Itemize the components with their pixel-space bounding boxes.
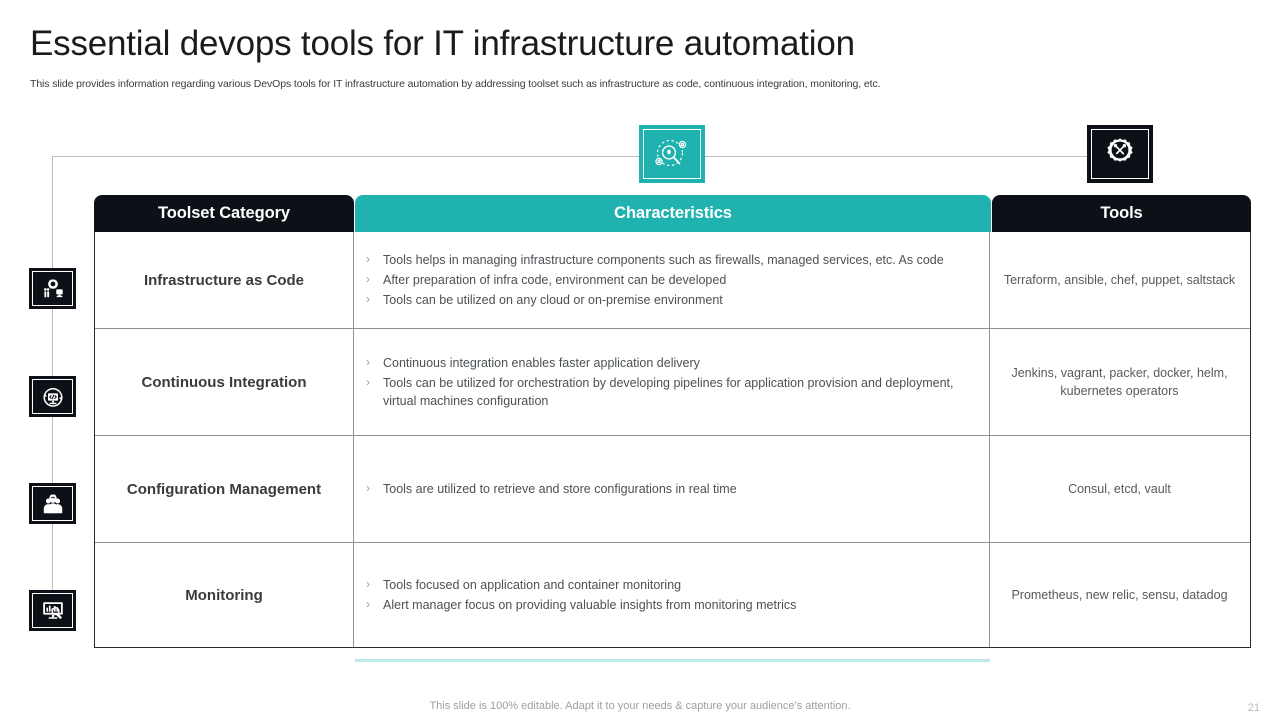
cell-characteristics: › Continuous integration enables faster a… (354, 329, 990, 435)
page-title: Essential devops tools for IT infrastruc… (30, 24, 855, 63)
chevron-right-icon: › (366, 374, 370, 389)
chevron-right-icon: › (366, 271, 370, 286)
code-monitor-refresh-icon-frame (32, 379, 73, 414)
characteristic-text: Alert manager focus on providing valuabl… (383, 598, 797, 612)
table-header-row: Toolset Category Characteristics Tools (94, 195, 1251, 232)
cell-tools: Jenkins, vagrant, packer, docker, helm, … (1011, 365, 1228, 398)
chevron-right-icon: › (366, 292, 370, 307)
chevron-right-icon: › (366, 354, 370, 369)
footer-note: This slide is 100% editable. Adapt it to… (429, 700, 851, 712)
infrastructure-gear-icon-frame (32, 271, 73, 306)
infrastructure-gear-icon (29, 268, 76, 309)
characteristic-text: Tools are utilized to retrieve and store… (383, 481, 737, 496)
characteristic-text: Continuous integration enables faster ap… (383, 355, 700, 370)
search-gears-icon-frame (643, 129, 701, 179)
table-row: Monitoring › Tools focused on application … (95, 543, 1250, 647)
cell-toolset-category: Infrastructure as Code (95, 232, 354, 328)
table-header-tools: Tools (992, 195, 1251, 232)
table-body: Infrastructure as Code › Tools helps in ma… (94, 232, 1251, 648)
cell-tools: Prometheus, new relic, sensu, datadog (1011, 587, 1228, 602)
characteristic-text: Tools can be utilized for orchestration … (383, 375, 954, 409)
cell-tools: Consul, etcd, vault (1068, 481, 1171, 496)
characteristic-bullet: › Tools can be utilized on any cloud or o… (366, 291, 979, 309)
monitoring-screen-icon-frame (32, 593, 73, 628)
characteristic-bullet: › Tools can be utilized for orchestration… (366, 374, 979, 410)
cell-characteristics: › Tools focused on application and contai… (354, 543, 990, 647)
team-configuration-icon (29, 483, 76, 524)
table-row: Infrastructure as Code › Tools helps in ma… (95, 232, 1250, 329)
code-monitor-refresh-icon (29, 376, 76, 417)
gear-tools-icon (1087, 125, 1153, 183)
characteristic-bullet: › Alert manager focus on providing valuab… (366, 596, 979, 614)
characteristic-text: Tools can be utilized on any cloud or on… (383, 293, 723, 308)
cell-tools: Terraform, ansible, chef, puppet, saltst… (1003, 272, 1236, 287)
characteristic-bullet: › Tools helps in managing infrastructure … (366, 251, 979, 269)
cell-toolset-category: Configuration Management (95, 436, 354, 542)
chevron-right-icon: › (366, 480, 370, 495)
monitoring-screen-icon (29, 590, 76, 631)
cell-characteristics: › Tools helps in managing infrastructure … (354, 232, 990, 328)
table-row: Configuration Management › Tools are utili… (95, 436, 1250, 543)
characteristic-text: After preparation of infra code, environ… (383, 272, 727, 287)
cell-characteristics: › Tools are utilized to retrieve and stor… (354, 436, 990, 542)
page-subtitle: This slide provides information regardin… (30, 78, 881, 90)
characteristic-text: Tools focused on application and contain… (383, 577, 682, 592)
chevron-right-icon: › (366, 597, 370, 611)
search-gears-icon (639, 125, 705, 183)
page-number: 21 (1247, 702, 1260, 714)
characteristics-bottom-accent (355, 659, 990, 662)
chevron-right-icon: › (366, 251, 370, 266)
devops-tools-table: Toolset Category Characteristics Tools I… (94, 195, 1251, 648)
gear-tools-icon-frame (1091, 129, 1149, 179)
table-header-characteristics: Characteristics (355, 195, 991, 232)
connector-horizontal-line (52, 156, 1120, 157)
characteristic-bullet: › Tools are utilized to retrieve and stor… (366, 480, 979, 498)
characteristic-bullet: › After preparation of infra code, enviro… (366, 271, 979, 289)
characteristic-bullet: › Tools focused on application and contai… (366, 576, 979, 594)
table-header-toolset-category: Toolset Category (94, 195, 354, 232)
characteristic-bullet: › Continuous integration enables faster a… (366, 354, 979, 372)
table-row: Continuous Integration › Continuous integr… (95, 329, 1250, 436)
characteristic-text: Tools helps in managing infrastructure c… (383, 252, 944, 267)
cell-toolset-category: Monitoring (95, 543, 354, 647)
chevron-right-icon: › (366, 576, 370, 591)
team-configuration-icon-frame (32, 486, 73, 521)
cell-toolset-category: Continuous Integration (95, 329, 354, 435)
